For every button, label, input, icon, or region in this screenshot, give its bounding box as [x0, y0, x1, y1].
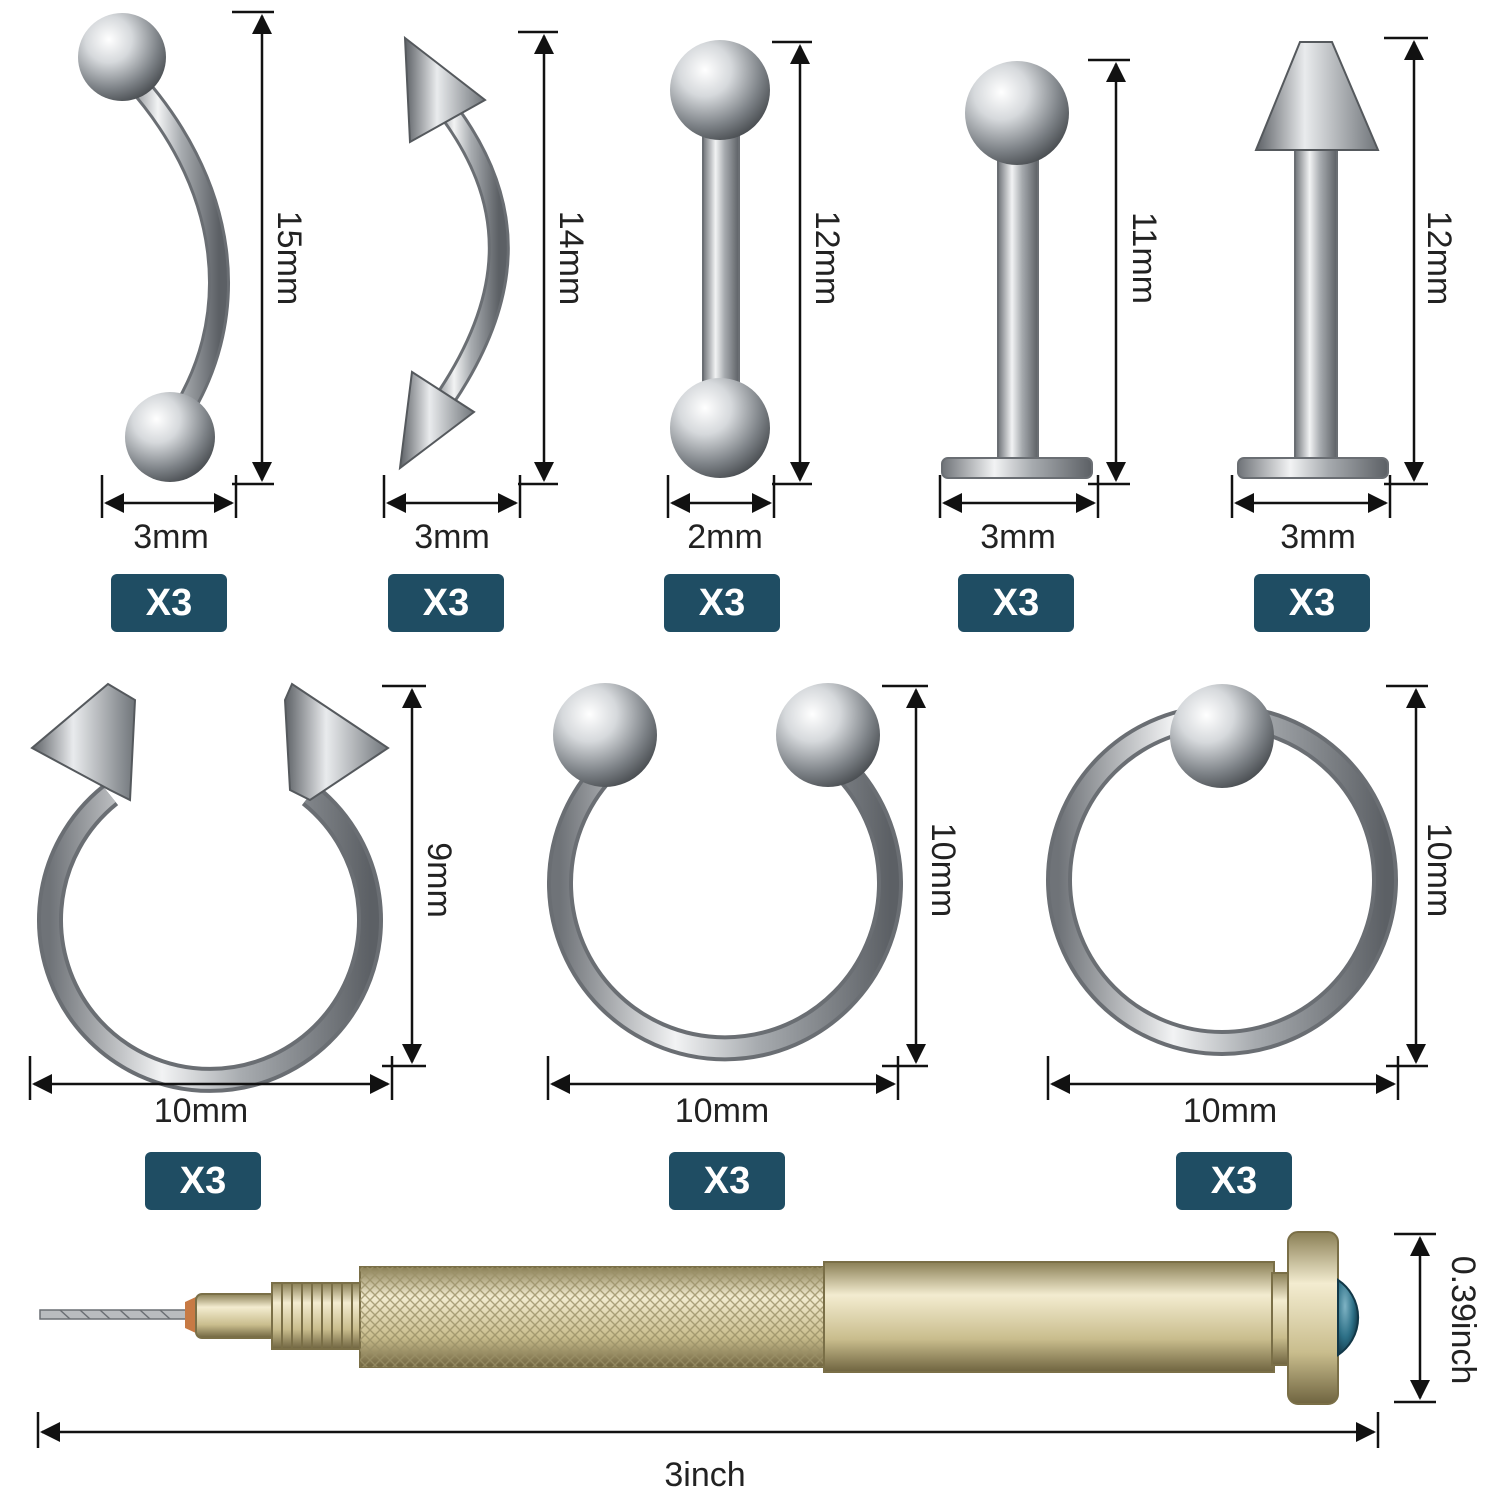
- drill-length-label: 3inch: [664, 1456, 745, 1494]
- quantity-badge: X3: [958, 574, 1074, 632]
- dimension-lines-middle: [28, 684, 1428, 1100]
- cap-stone: [1337, 1278, 1360, 1357]
- top-4-width-label: 3mm: [980, 518, 1056, 556]
- top-1-width-label: 3mm: [133, 518, 209, 556]
- top-2-height-label: 14mm: [552, 211, 590, 305]
- mid-3-width-label: 10mm: [1183, 1092, 1277, 1130]
- mid-1-width-label: 10mm: [154, 1092, 248, 1130]
- hand-drill: [39, 1231, 1360, 1405]
- quantity-badge: X3: [111, 574, 227, 632]
- top-5-width-label: 3mm: [1280, 518, 1356, 556]
- ball-end: [78, 13, 166, 101]
- ball-end: [125, 392, 215, 482]
- horseshoe-ball: [547, 683, 903, 1062]
- top-4-height-label: 11mm: [1125, 212, 1163, 304]
- horseshoe-spike: [30, 682, 390, 1093]
- quantity-badge: X3: [388, 574, 504, 632]
- top-5-height-label: 12mm: [1420, 211, 1458, 305]
- quantity-badge: X3: [664, 574, 780, 632]
- labret-spike: [1237, 41, 1389, 479]
- mid-1-height-label: 9mm: [420, 842, 458, 918]
- quantity-badge: X3: [669, 1152, 785, 1210]
- top-2-width-label: 3mm: [414, 518, 490, 556]
- top-3-width-label: 2mm: [687, 518, 763, 556]
- captive-bead-ring: [1046, 684, 1398, 1056]
- curved-barbell-spike: [398, 35, 510, 471]
- labret-ball: [941, 61, 1093, 479]
- quantity-badge: X3: [1254, 574, 1370, 632]
- dimension-lines-drill: [36, 1232, 1436, 1448]
- mid-3-height-label: 10mm: [1420, 823, 1458, 917]
- straight-barbell-ball: [670, 40, 770, 478]
- quantity-badge: X3: [145, 1152, 261, 1210]
- mid-2-width-label: 10mm: [675, 1092, 769, 1130]
- drill-diameter-label: 0.39inch: [1444, 1256, 1482, 1385]
- mid-2-height-label: 10mm: [924, 823, 962, 917]
- top-1-height-label: 15mm: [270, 211, 308, 305]
- curved-barbell-ball: [78, 13, 230, 482]
- quantity-badge: X3: [1176, 1152, 1292, 1210]
- dimension-lines-top: [100, 10, 1428, 518]
- top-3-height-label: 12mm: [808, 211, 846, 305]
